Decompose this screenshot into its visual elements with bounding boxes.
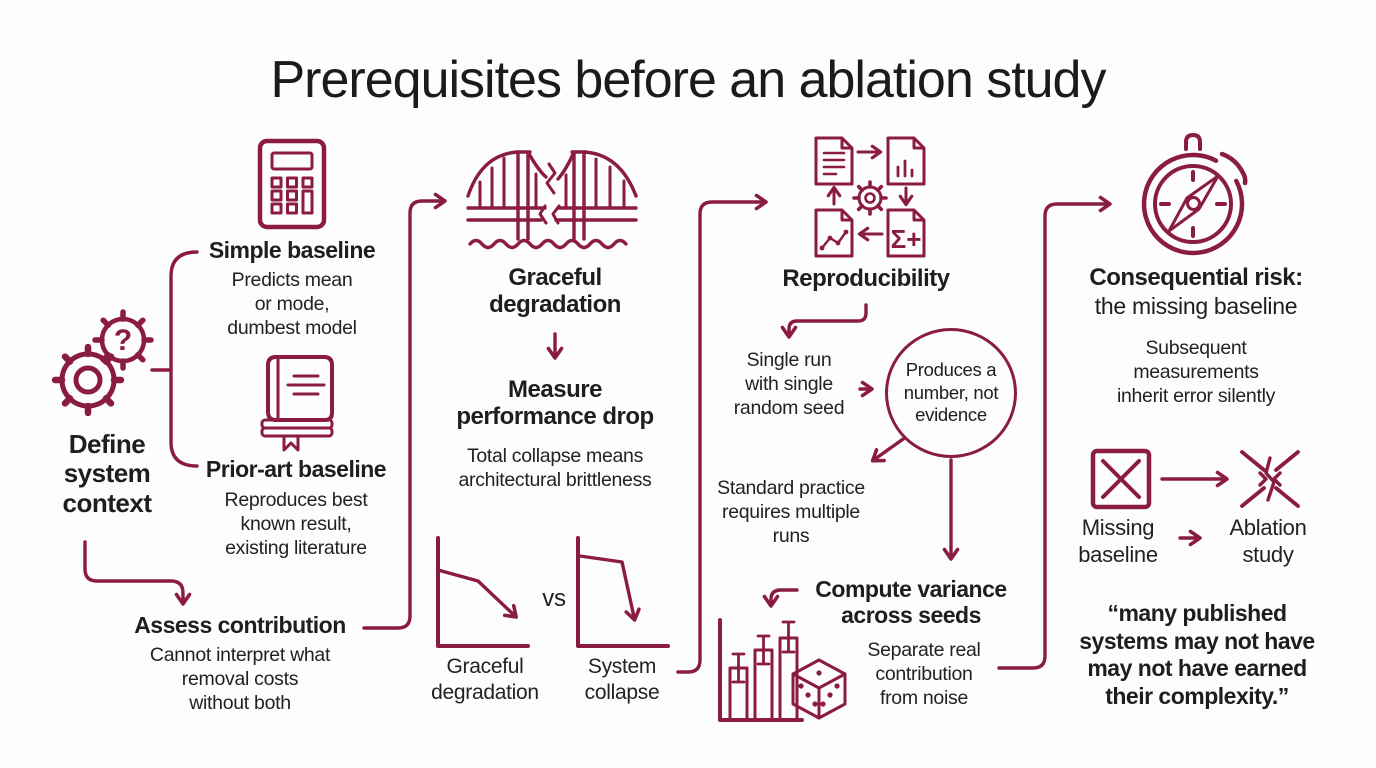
- dice-icon: [791, 658, 847, 720]
- calculator-icon: [257, 138, 327, 230]
- sigma-plus-glyph: Σ+: [891, 224, 922, 254]
- vs-label: vs: [542, 585, 566, 612]
- book-icon: [260, 355, 334, 452]
- page-title: Prerequisites before an ablation study: [270, 51, 1107, 109]
- error-bars-chart-icon: [718, 618, 847, 722]
- chart-right-label: System collapse: [584, 655, 660, 705]
- arrow-separate-to-compass: [997, 195, 1112, 670]
- missing-baseline-subheading: the missing baseline: [1094, 293, 1298, 319]
- produces-number-circle: Produces a number, not evidence: [885, 328, 1017, 458]
- prior-art-desc: Reproduces best known result, existing l…: [224, 489, 368, 560]
- reproducibility-heading: Reproducibility: [782, 265, 950, 292]
- prior-art-heading: Prior-art baseline: [205, 456, 387, 482]
- assess-heading: Assess contribution: [134, 612, 346, 638]
- measure-desc: Total collapse means architectural britt…: [458, 445, 652, 492]
- arrow-compute-to-chart: [762, 588, 799, 608]
- arrow-assess-to-bridge: [362, 192, 447, 630]
- arrow-repro-to-singlerun: [780, 303, 868, 339]
- arrow-define-to-assess: [83, 540, 192, 606]
- shattered-x-icon: [1240, 450, 1300, 508]
- quote-text: “many published systems may not have may…: [1079, 600, 1315, 709]
- arrow-circle-to-standard: [870, 435, 908, 463]
- documents-cycle-gear-icon: Σ+: [814, 136, 926, 258]
- assess-desc: Cannot interpret what removal costs with…: [149, 644, 331, 715]
- compute-variance-heading: Compute variance across seeds: [815, 576, 1007, 628]
- chart-left-label: Graceful degradation: [431, 655, 539, 705]
- separate-real-text: Separate real contribution from noise: [867, 639, 981, 710]
- single-run-text: Single run with single random seed: [733, 349, 845, 420]
- graceful-heading: Graceful degradation: [489, 264, 621, 319]
- produces-number-text: Produces a number, not evidence: [903, 359, 999, 426]
- steep-drop-chart-icon: [576, 536, 670, 648]
- gears-question-icon: ?: [51, 309, 154, 417]
- simple-baseline-desc: Predicts mean or mode, dumbest model: [227, 269, 357, 340]
- measure-heading: Measure performance drop: [456, 376, 654, 431]
- missing-baseline-label: Missing baseline: [1078, 515, 1158, 568]
- ablation-study-label: Ablation study: [1229, 515, 1307, 568]
- crossed-box-icon: [1090, 448, 1152, 510]
- gentle-decline-chart-icon: [436, 536, 530, 648]
- arrow-collapse-to-repro: [676, 193, 768, 674]
- cracked-compass-icon: [1141, 133, 1248, 256]
- define-context-heading: Define system context: [62, 429, 152, 518]
- subsequent-desc: Subsequent measurements inherit error si…: [1116, 337, 1276, 408]
- bracket-baselines: [169, 250, 199, 468]
- broken-bridge-icon: [466, 150, 638, 250]
- simple-baseline-heading: Simple baseline: [208, 237, 376, 263]
- standard-practice-text: Standard practice requires multiple runs: [717, 477, 865, 548]
- gear-question-mark: ?: [114, 324, 132, 357]
- consequential-risk-heading: Consequential risk:: [1089, 264, 1303, 291]
